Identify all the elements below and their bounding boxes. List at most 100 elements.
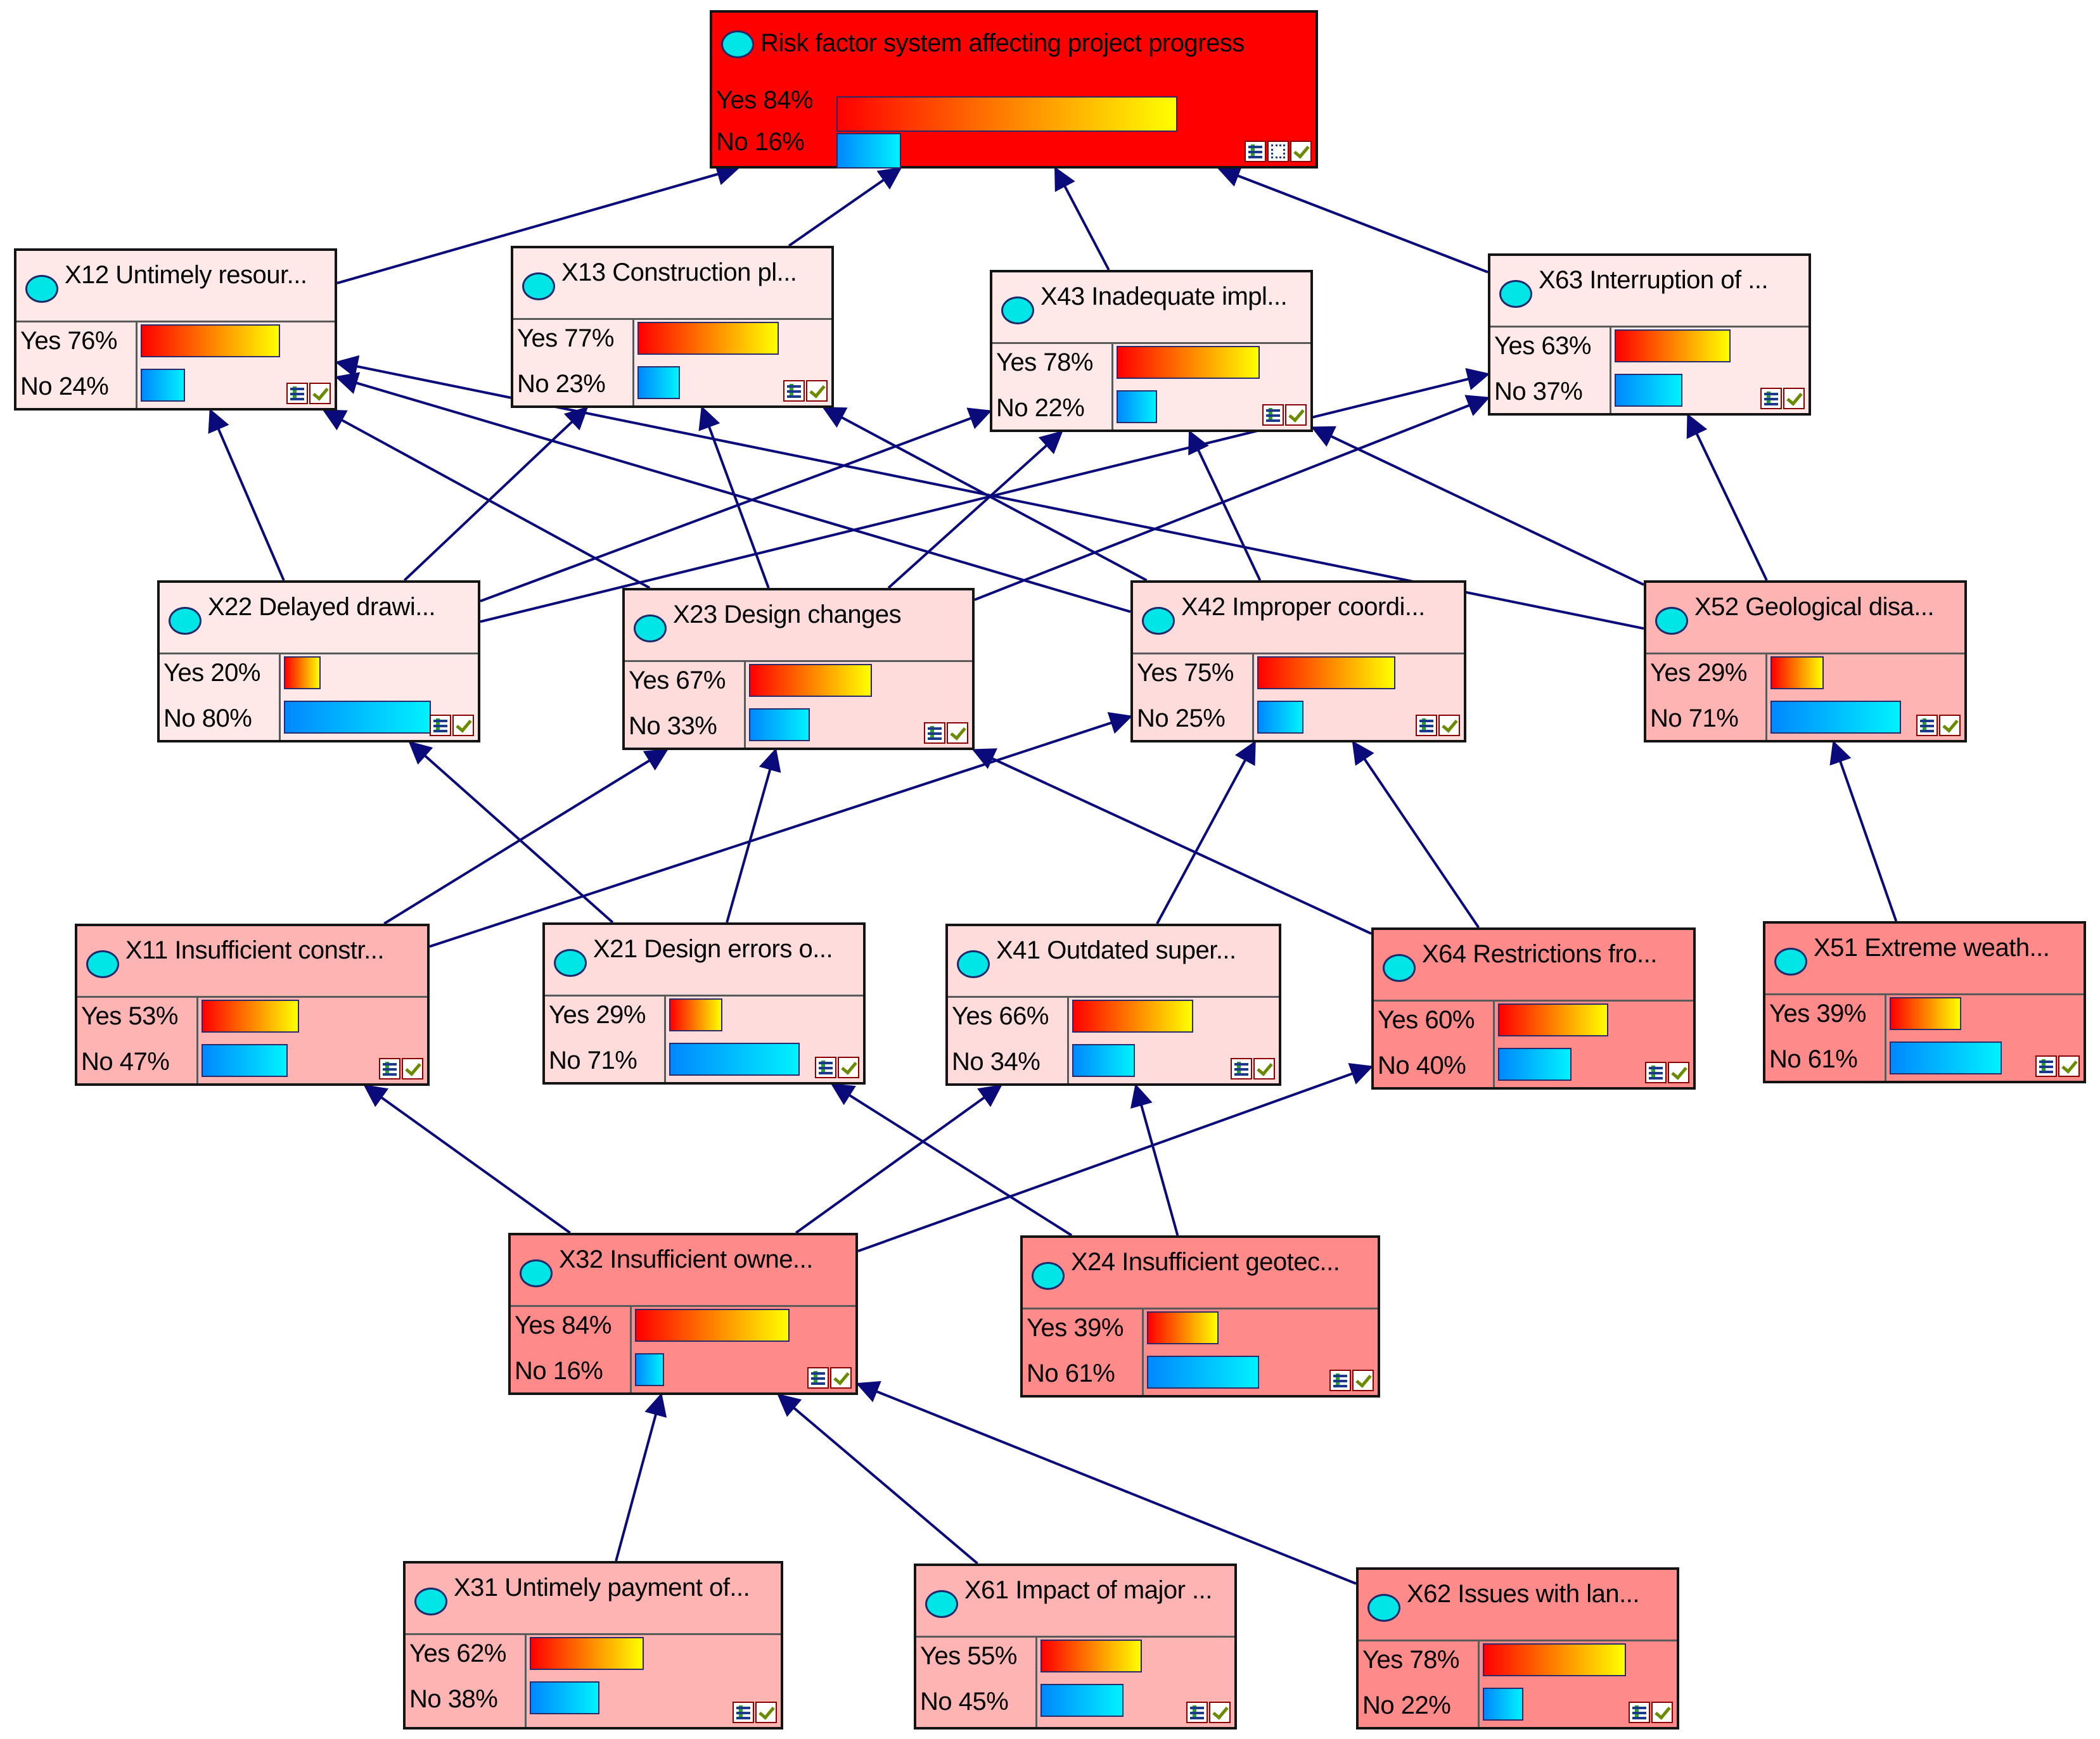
table-icon[interactable] (1329, 1370, 1351, 1391)
edge-x23-to-x63 (974, 395, 1490, 601)
check-icon[interactable] (1651, 1702, 1673, 1723)
check-icon[interactable] (452, 715, 474, 736)
table-icon[interactable] (2035, 1055, 2057, 1077)
node-x42[interactable]: X42 Improper coordi...Yes 75%No 25% (1130, 580, 1466, 742)
node-x31[interactable]: X31 Untimely payment of...Yes 62%No 38% (403, 1561, 783, 1729)
no-label: No 22% (1362, 1691, 1451, 1719)
no-bar (1117, 390, 1157, 423)
node-toolbar (2035, 1055, 2080, 1077)
yes-label: Yes 78% (1362, 1646, 1459, 1674)
check-icon[interactable] (1668, 1062, 1689, 1083)
node-divider (1493, 1000, 1495, 1087)
table-icon[interactable] (1262, 404, 1284, 426)
yes-label: Yes 39% (1027, 1314, 1124, 1342)
check-icon[interactable] (1783, 388, 1805, 409)
node-target[interactable]: Risk factor system affecting project pro… (710, 10, 1318, 169)
table-icon[interactable] (1916, 715, 1938, 736)
check-icon[interactable] (2058, 1055, 2080, 1077)
no-label: No 38% (409, 1685, 498, 1713)
yes-bar (749, 664, 872, 697)
check-icon[interactable] (1438, 715, 1460, 736)
edge-x43-to-target (1054, 166, 1110, 271)
table-icon[interactable] (783, 380, 805, 402)
node-x64[interactable]: X64 Restrictions fro...Yes 60%No 40% (1371, 927, 1696, 1090)
check-icon[interactable] (838, 1057, 859, 1078)
node-divider (136, 321, 138, 408)
node-x24[interactable]: X24 Insufficient geotec...Yes 39%No 61% (1020, 1235, 1380, 1398)
yes-label: Yes 63% (1494, 332, 1591, 360)
check-icon[interactable] (1209, 1702, 1231, 1723)
no-bar (1040, 1684, 1124, 1717)
table-icon[interactable] (379, 1058, 400, 1080)
no-bar (202, 1044, 288, 1077)
node-x11[interactable]: X11 Insufficient constr...Yes 53%No 47% (75, 924, 430, 1086)
node-x62[interactable]: X62 Issues with lan...Yes 78%No 22% (1356, 1567, 1679, 1729)
yes-bar (635, 1309, 790, 1342)
node-title: X63 Interruption of ... (1539, 266, 1769, 294)
node-state-icon (1383, 954, 1416, 982)
edge-x31-to-x32 (615, 1392, 667, 1562)
node-x43[interactable]: X43 Inadequate impl...Yes 78%No 22% (990, 270, 1313, 432)
no-bar (284, 701, 431, 734)
edge-x42-to-x12 (335, 372, 1131, 613)
check-icon[interactable] (806, 380, 828, 402)
node-x41[interactable]: X41 Outdated super...Yes 66%No 34% (945, 924, 1281, 1086)
expand-icon[interactable] (1267, 141, 1289, 162)
table-icon[interactable] (1245, 141, 1266, 162)
table-icon[interactable] (1760, 388, 1782, 409)
check-icon[interactable] (830, 1367, 852, 1389)
no-label: No 37% (1494, 378, 1583, 405)
no-label: No 61% (1769, 1045, 1858, 1073)
node-title: X61 Impact of major ... (964, 1576, 1212, 1604)
node-divider (664, 995, 666, 1082)
table-icon[interactable] (815, 1057, 836, 1078)
table-icon[interactable] (1186, 1702, 1208, 1723)
table-icon[interactable] (286, 383, 308, 404)
table-icon[interactable] (807, 1367, 829, 1389)
node-x61[interactable]: X61 Impact of major ...Yes 55%No 45% (914, 1564, 1237, 1729)
yes-bar (1483, 1643, 1626, 1676)
node-toolbar (733, 1702, 777, 1723)
node-title: X12 Untimely resour... (65, 261, 307, 289)
edge-x23-to-x12 (322, 409, 651, 589)
yes-bar (1117, 346, 1260, 379)
node-x21[interactable]: X21 Design errors o...Yes 29%No 71% (542, 922, 866, 1085)
table-icon[interactable] (733, 1702, 754, 1723)
edge-x22-to-x43 (480, 407, 992, 602)
node-x63[interactable]: X63 Interruption of ... Yes 63% No 37% (1488, 253, 1811, 416)
check-icon[interactable] (1285, 404, 1307, 426)
node-x32[interactable]: X32 Insufficient owne...Yes 84%No 16% (508, 1233, 858, 1395)
check-icon[interactable] (402, 1058, 423, 1080)
node-x12[interactable]: X12 Untimely resour...Yes 76%No 24% (14, 248, 337, 411)
yes-label: Yes 29% (549, 1001, 646, 1029)
node-title: X43 Inadequate impl... (1040, 283, 1288, 310)
table-icon[interactable] (1231, 1058, 1252, 1080)
table-icon[interactable] (1645, 1062, 1667, 1083)
check-icon[interactable] (947, 722, 968, 744)
node-state-icon (1774, 948, 1807, 976)
edge-x63-to-target (1217, 165, 1489, 274)
table-icon[interactable] (924, 722, 945, 744)
node-x22[interactable]: X22 Delayed drawi...Yes 20%No 80% (157, 580, 480, 742)
check-icon[interactable] (1253, 1058, 1275, 1080)
node-divider (1478, 1640, 1480, 1727)
check-icon[interactable] (1939, 715, 1961, 736)
node-x52[interactable]: X52 Geological disa...Yes 29%No 71% (1644, 580, 1967, 742)
no-bar (1890, 1041, 2002, 1074)
node-state-icon (721, 30, 754, 58)
node-title: X64 Restrictions fro... (1422, 940, 1657, 968)
check-icon[interactable] (1352, 1370, 1374, 1391)
node-x51[interactable]: X51 Extreme weath...Yes 39%No 61% (1763, 921, 2086, 1083)
node-x13[interactable]: X13 Construction pl...Yes 77%No 23% (511, 246, 834, 408)
table-icon[interactable] (1629, 1702, 1650, 1723)
check-icon[interactable] (309, 383, 331, 404)
node-toolbar (1629, 1702, 1673, 1723)
table-icon[interactable] (1416, 715, 1437, 736)
check-icon[interactable] (755, 1702, 777, 1723)
table-icon[interactable] (430, 715, 451, 736)
node-title: X11 Insufficient constr... (125, 936, 384, 964)
yes-bar (1498, 1003, 1608, 1036)
node-toolbar (815, 1057, 859, 1078)
check-icon[interactable] (1290, 141, 1312, 162)
